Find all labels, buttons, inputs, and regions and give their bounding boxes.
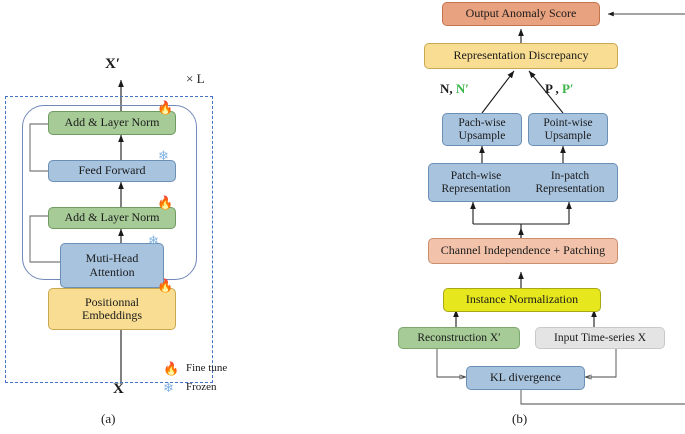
- block-label: Representation Discrepancy: [453, 48, 589, 63]
- legend-snowflake-icon: ❄: [163, 380, 174, 395]
- edge-label-n-plain: N,: [440, 81, 453, 96]
- block-instance-normalization[interactable]: Instance Normalization: [443, 288, 601, 312]
- block-label: Instance Normalization: [465, 292, 579, 307]
- block-label-line2: Representation: [441, 182, 511, 195]
- block-feed-forward[interactable]: Feed Forward: [48, 160, 176, 182]
- block-add-layer-norm-2[interactable]: Add & Layer Norm: [48, 111, 176, 135]
- block-label-line1: Pach-wise: [458, 116, 506, 129]
- legend-frozen-label: Frozen: [186, 381, 217, 393]
- legend-flame-icon: 🔥: [163, 361, 180, 376]
- block-add-layer-norm-1[interactable]: Add & Layer Norm: [48, 207, 176, 229]
- block-point-wise-upsample[interactable]: Point-wise Upsample: [528, 113, 608, 146]
- snowflake-icon: ❄: [158, 148, 169, 163]
- snowflake-icon: ❄: [148, 233, 159, 248]
- block-label-line2: Upsample: [544, 129, 592, 142]
- block-patch-wise-upsample[interactable]: Pach-wise Upsample: [442, 113, 522, 146]
- block-label-line1: In-patch: [550, 169, 590, 182]
- block-label: Add & Layer Norm: [64, 115, 160, 130]
- block-label-line2: Embeddings: [82, 308, 142, 322]
- panel-b-caption: (b): [512, 411, 528, 426]
- flame-icon: 🔥: [157, 195, 174, 210]
- block-kl-divergence[interactable]: KL divergence: [466, 366, 585, 390]
- block-representation-discrepancy[interactable]: Representation Discrepancy: [424, 43, 618, 69]
- block-label: Add & Layer Norm: [64, 210, 160, 225]
- block-label-line1: Positionnal: [84, 294, 139, 309]
- block-reconstruction[interactable]: Reconstruction X′: [398, 327, 520, 349]
- repeat-block-dashed-border: [5, 96, 213, 383]
- block-label-line2: Representation: [535, 182, 605, 195]
- block-label: Input Time-series X: [554, 331, 646, 344]
- representation-right: In-patch Representation: [523, 170, 617, 196]
- block-representation[interactable]: Patch-wise Representation In-patch Repre…: [428, 163, 618, 202]
- block-label: Feed Forward: [78, 163, 146, 178]
- block-positional-embeddings[interactable]: Positionnal Embeddings: [48, 288, 176, 330]
- block-multi-head-attention[interactable]: Muti-Head Attention: [60, 243, 164, 288]
- repeat-count-label: × L: [186, 71, 205, 86]
- block-label-line1: Patch-wise: [450, 169, 502, 182]
- block-label-line1: Muti-Head: [85, 251, 139, 266]
- legend-fine-tune-label: Fine tune: [186, 362, 228, 374]
- block-label-line1: Point-wise: [543, 116, 593, 129]
- edge-label-p-prime: P′: [561, 81, 574, 96]
- block-label: KL divergence: [490, 370, 561, 385]
- flame-icon: 🔥: [157, 278, 174, 293]
- representation-left: Patch-wise Representation: [429, 170, 523, 196]
- block-output-anomaly-score[interactable]: Output Anomaly Score: [442, 2, 600, 26]
- block-channel-independence-patching[interactable]: Channel Independence + Patching: [428, 238, 618, 264]
- block-label-line2: Attention: [89, 264, 135, 279]
- panel-a-caption: (a): [101, 411, 116, 426]
- block-label: Channel Independence + Patching: [440, 243, 606, 258]
- panel-a-output-label: X′: [105, 56, 121, 72]
- block-input-time-series[interactable]: Input Time-series X: [535, 327, 665, 349]
- edge-label-p-plain: P ,: [545, 81, 559, 96]
- block-label-line2: Upsample: [458, 129, 506, 142]
- block-label: Output Anomaly Score: [465, 6, 577, 21]
- flame-icon: 🔥: [157, 100, 174, 115]
- block-label: Reconstruction X′: [417, 331, 501, 344]
- edge-label-n: N, N′: [440, 81, 469, 97]
- edge-label-n-prime: N′: [455, 81, 469, 96]
- panel-a-input-label: X: [113, 381, 124, 397]
- edge-label-p: P , P′: [545, 81, 574, 97]
